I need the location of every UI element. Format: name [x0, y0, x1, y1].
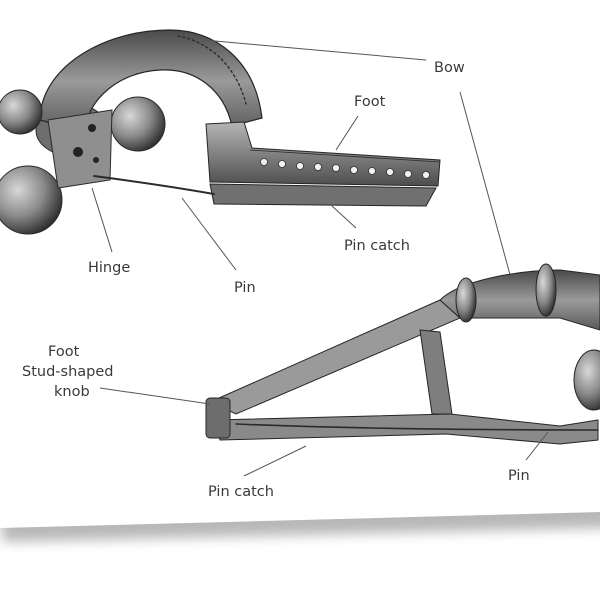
bottom-leader-lines: [99, 387, 549, 477]
label-bow: Bow: [434, 60, 465, 76]
bottom-brooch-drawing: [205, 263, 600, 445]
label-pin-top: Pin: [234, 280, 256, 296]
labels: Bow Foot Hinge Pin Pin catch Foot Stud-s…: [22, 60, 530, 500]
label-knob-line1: Stud-shaped: [22, 364, 113, 380]
label-pin-bottom: Pin: [508, 468, 530, 484]
label-knob-line2: knob: [54, 384, 90, 400]
label-foot-bottom: Foot: [48, 344, 80, 360]
label-hinge: Hinge: [88, 260, 130, 276]
label-pin-catch-bottom: Pin catch: [208, 484, 274, 500]
top-leader-lines: [91, 39, 513, 283]
label-pin-catch-top: Pin catch: [344, 238, 410, 254]
top-brooch-drawing: [0, 29, 441, 235]
label-foot-top: Foot: [354, 94, 386, 110]
